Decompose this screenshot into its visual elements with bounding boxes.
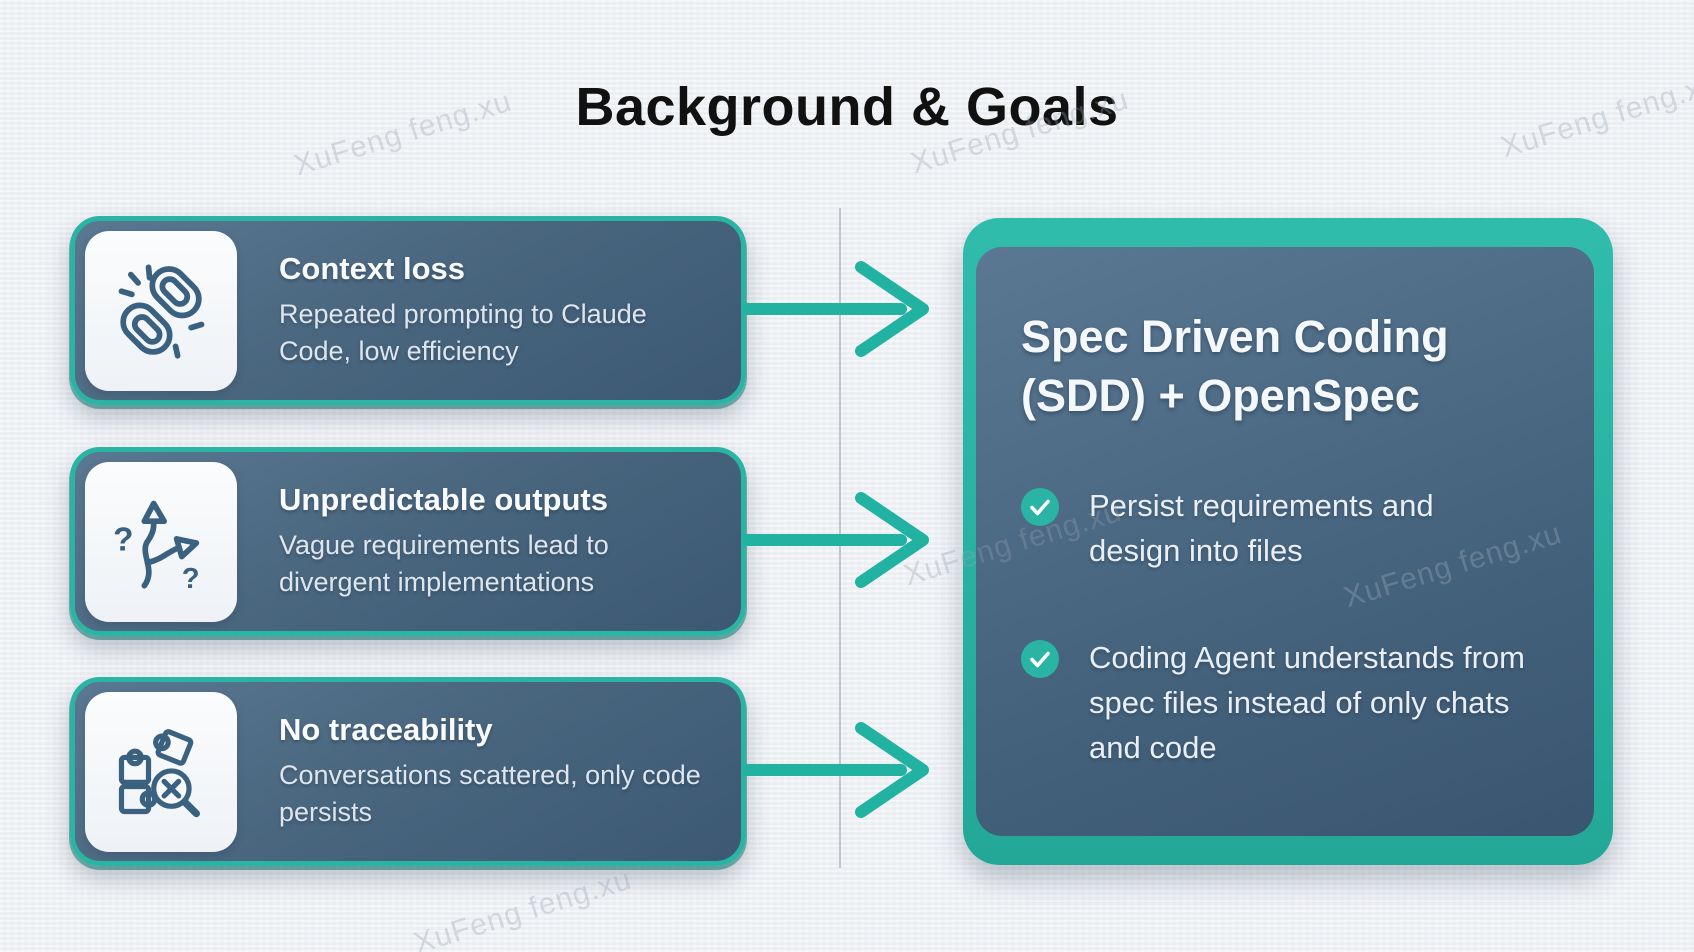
problem-title: No traceability [279, 712, 493, 747]
solution-bullet: Coding Agent understands from spec files… [1021, 635, 1574, 770]
problem-card-context-loss: Context loss Repeated prompting to Claud… [70, 216, 746, 405]
icon-box: ? ? [85, 461, 237, 622]
arrow-right-icon [743, 261, 929, 357]
watermark: XuFeng feng.xu [410, 862, 636, 952]
icon-box [85, 230, 237, 391]
arrow-right-icon [743, 722, 929, 818]
problem-title: Context loss [279, 251, 466, 286]
icon-box [85, 691, 237, 852]
solution-title: Spec Driven Coding (SDD) + OpenSpec [1021, 311, 1449, 421]
solution-bullet-text: Persist requirements and design into fil… [1089, 488, 1434, 568]
solution-bullet-text: Coding Agent understands from spec files… [1089, 640, 1525, 765]
problem-description: Conversations scattered, only code persi… [279, 760, 701, 827]
svg-text:?: ? [182, 562, 200, 593]
svg-text:?: ? [113, 521, 133, 558]
arrow-right-icon [743, 492, 929, 588]
solution-card-panel: Spec Driven Coding (SDD) + OpenSpec Pers… [976, 247, 1594, 836]
problem-title: Unpredictable outputs [279, 482, 608, 517]
check-icon [1021, 488, 1059, 526]
solution-bullet: Persist requirements and design into fil… [1021, 483, 1574, 573]
broken-link-icon [118, 263, 205, 359]
branching-arrows-icon: ? ? [113, 500, 200, 594]
problem-card-no-traceability: No traceability Conversations scattered,… [70, 677, 746, 866]
check-icon [1021, 640, 1059, 678]
page-title: Background & Goals [575, 77, 1119, 137]
problem-card-unpredictable-outputs: ? ? Unpredictable outputs Vague requirem… [70, 447, 746, 636]
puzzle-search-icon [118, 728, 200, 817]
problem-description: Vague requirements lead to divergent imp… [279, 530, 609, 597]
problem-description: Repeated prompting to Claude Code, low e… [279, 299, 647, 366]
solution-card: Spec Driven Coding (SDD) + OpenSpec Pers… [963, 218, 1613, 865]
